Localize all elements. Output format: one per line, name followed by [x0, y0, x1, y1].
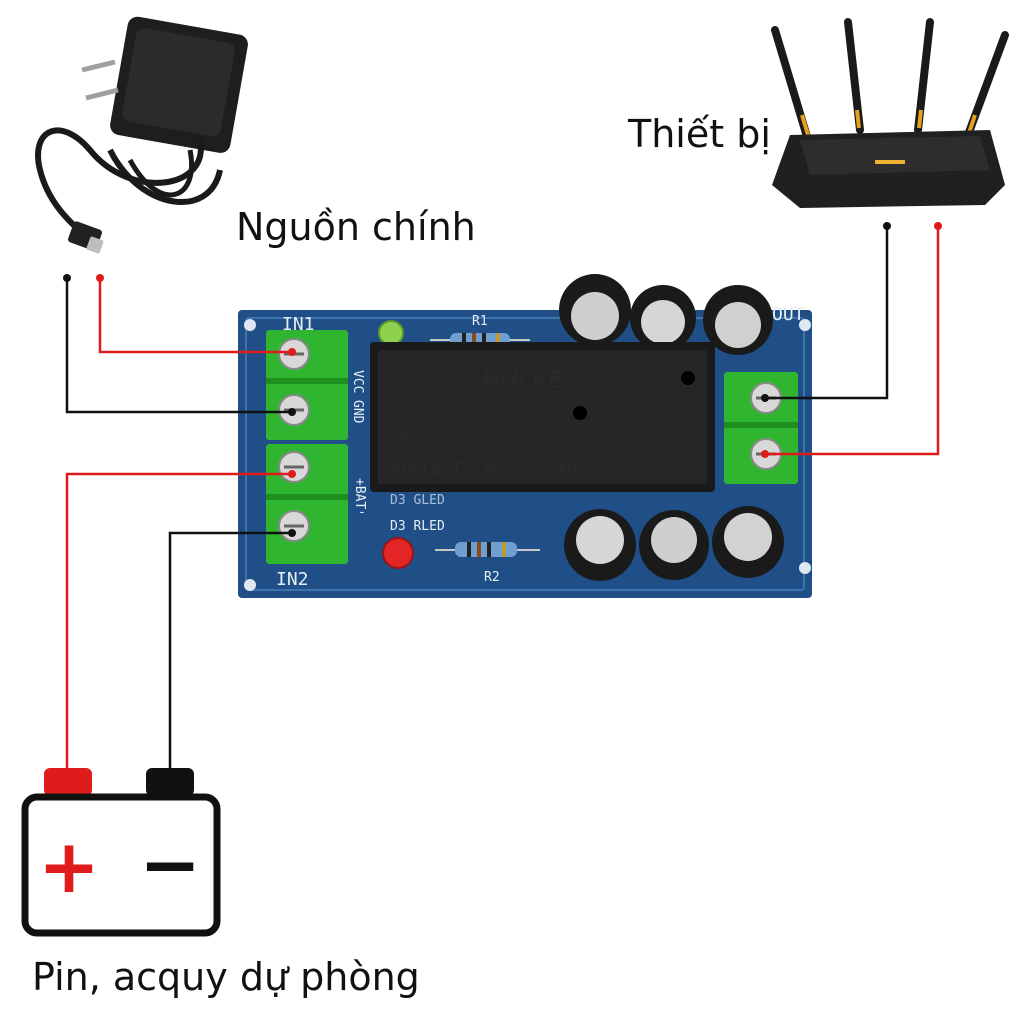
label-d-gled: D3 GLED [390, 493, 445, 508]
label-in2: IN2 [276, 569, 309, 590]
router-device [771, 18, 1009, 208]
relay: HUI KE 5A 250VAC 5A 30VDC HK14FD-DC12V-S… [370, 342, 715, 492]
wire-device-positive [765, 226, 940, 456]
wire-battery-negative [168, 531, 292, 770]
relay-rating-1: 5A 250VAC [392, 409, 470, 425]
relay-brand: HUI KE [482, 366, 564, 394]
capacitors-bottom [564, 506, 784, 581]
relay-rating-2: 5A 30VDC [392, 431, 463, 447]
wires [63, 222, 942, 770]
battery-plus-symbol: + [38, 824, 100, 910]
capacitors-top [559, 274, 773, 355]
label-device: Thiết bị [628, 112, 771, 156]
battery-positive-terminal [44, 768, 92, 796]
backup-power-module: IN1 IN2 OUT VCC GND +BAT - R1 R2 D3 RLED… [238, 274, 812, 598]
battery-minus-symbol: − [139, 822, 201, 908]
terminal-out [724, 372, 798, 484]
label-d3-rled: D3 RLED [390, 519, 445, 534]
terminal-in2 [266, 444, 348, 564]
terminal-in1 [266, 330, 348, 440]
resistor-r2 [435, 542, 540, 557]
label-bat-minus: - [358, 505, 366, 520]
label-backup-battery: Pin, acquy dự phòng [32, 955, 420, 999]
power-adapter [35, 16, 248, 254]
wire-device-negative [765, 226, 889, 400]
relay-model: HK14FD-DC12V-SHG [392, 459, 587, 481]
label-in1: IN1 [282, 314, 315, 335]
label-vcc: VCC [350, 370, 365, 393]
label-out: OUT [772, 304, 805, 325]
battery-icon: + − [21, 768, 221, 937]
label-bat-plus: +BAT [352, 478, 367, 509]
label-gnd: GND [350, 400, 365, 424]
wire-battery-positive [65, 472, 292, 770]
battery-negative-terminal [146, 768, 194, 796]
green-led [378, 320, 404, 346]
red-led [382, 537, 414, 569]
wire-adapter-positive [98, 278, 292, 354]
label-r2: R2 [484, 570, 500, 585]
wire-adapter-negative [65, 278, 292, 414]
label-r1: R1 [472, 314, 488, 329]
label-main-power: Nguồn chính [236, 205, 476, 249]
